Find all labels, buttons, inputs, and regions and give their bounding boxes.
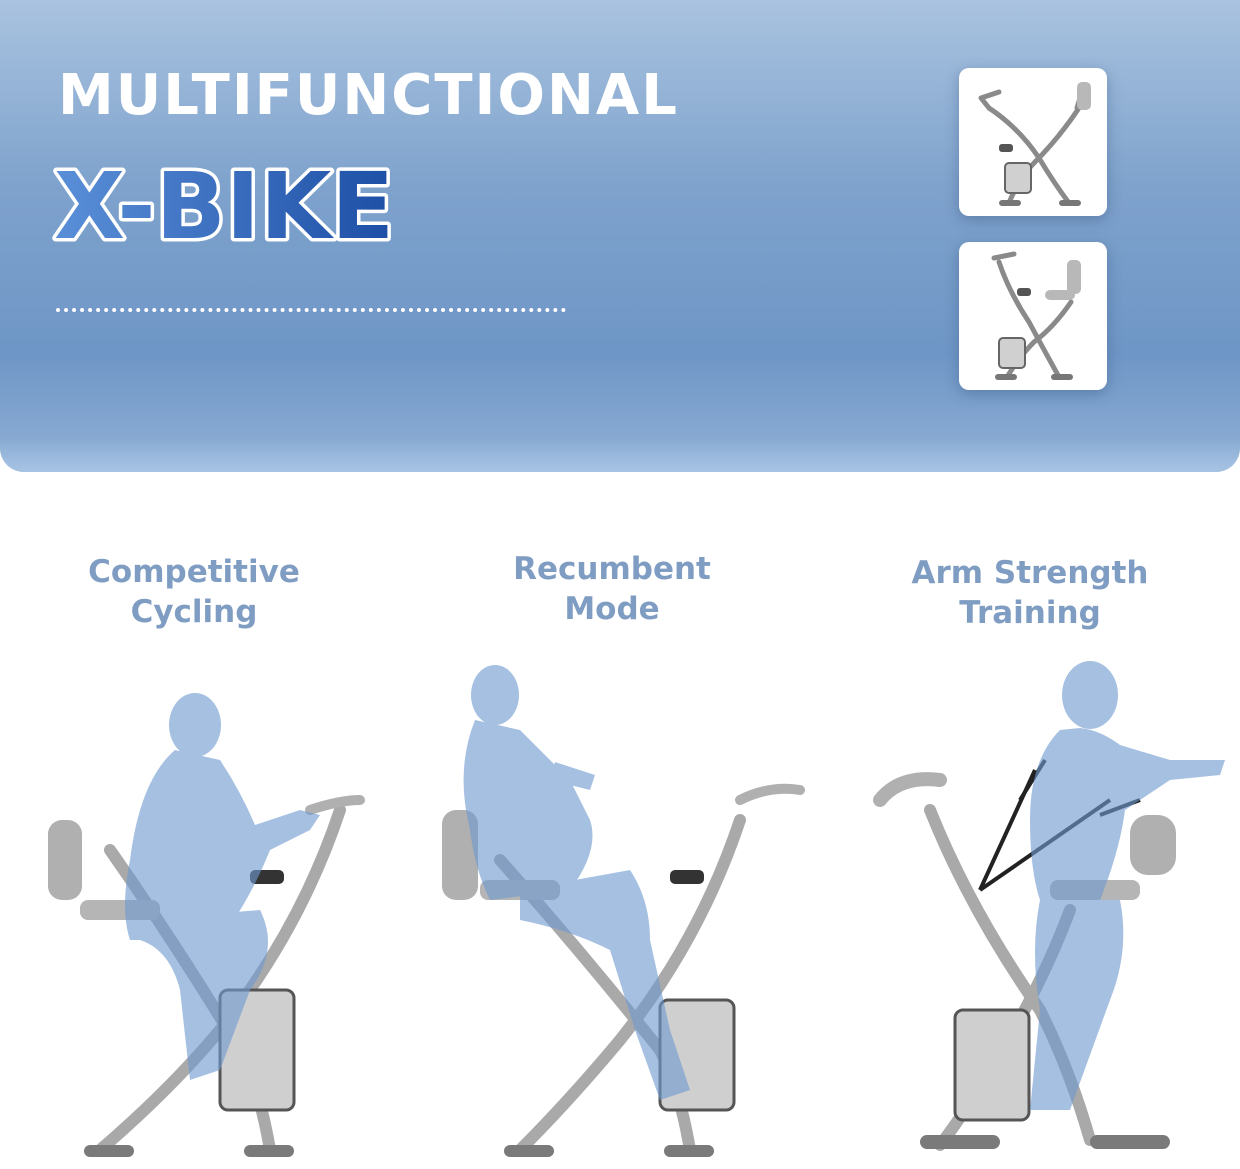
recumbent-figure bbox=[442, 665, 805, 1157]
hero-bottom-shade bbox=[0, 438, 1240, 472]
scene-recumbent-mode bbox=[420, 650, 820, 1169]
arm-bands-figure bbox=[873, 661, 1225, 1151]
brand-text: X-BIKE bbox=[54, 153, 394, 260]
scene-competitive-cycling bbox=[20, 650, 420, 1169]
unfolded-bike-icon bbox=[991, 251, 1081, 380]
thumbnail-folded bbox=[959, 68, 1107, 216]
upright-cycling-figure bbox=[48, 693, 365, 1157]
folded-bike-icon bbox=[978, 82, 1091, 206]
mode-label-arm-strength-training: Arm Strength Training bbox=[911, 555, 1149, 631]
headline: MULTIFUNCTIONAL bbox=[58, 63, 679, 128]
mode-label-recumbent-mode: Recumbent Mode bbox=[513, 551, 711, 627]
mode-label-competitive-cycling: Competitive Cycling bbox=[88, 554, 300, 630]
thumbnail-unfolded bbox=[959, 242, 1107, 390]
dotted-divider bbox=[56, 308, 566, 312]
brand-title: X-BIKE bbox=[51, 150, 398, 261]
hero-banner: MULTIFUNCTIONAL X-BIKE bbox=[0, 0, 1240, 472]
scene-arm-strength-training bbox=[840, 650, 1240, 1169]
